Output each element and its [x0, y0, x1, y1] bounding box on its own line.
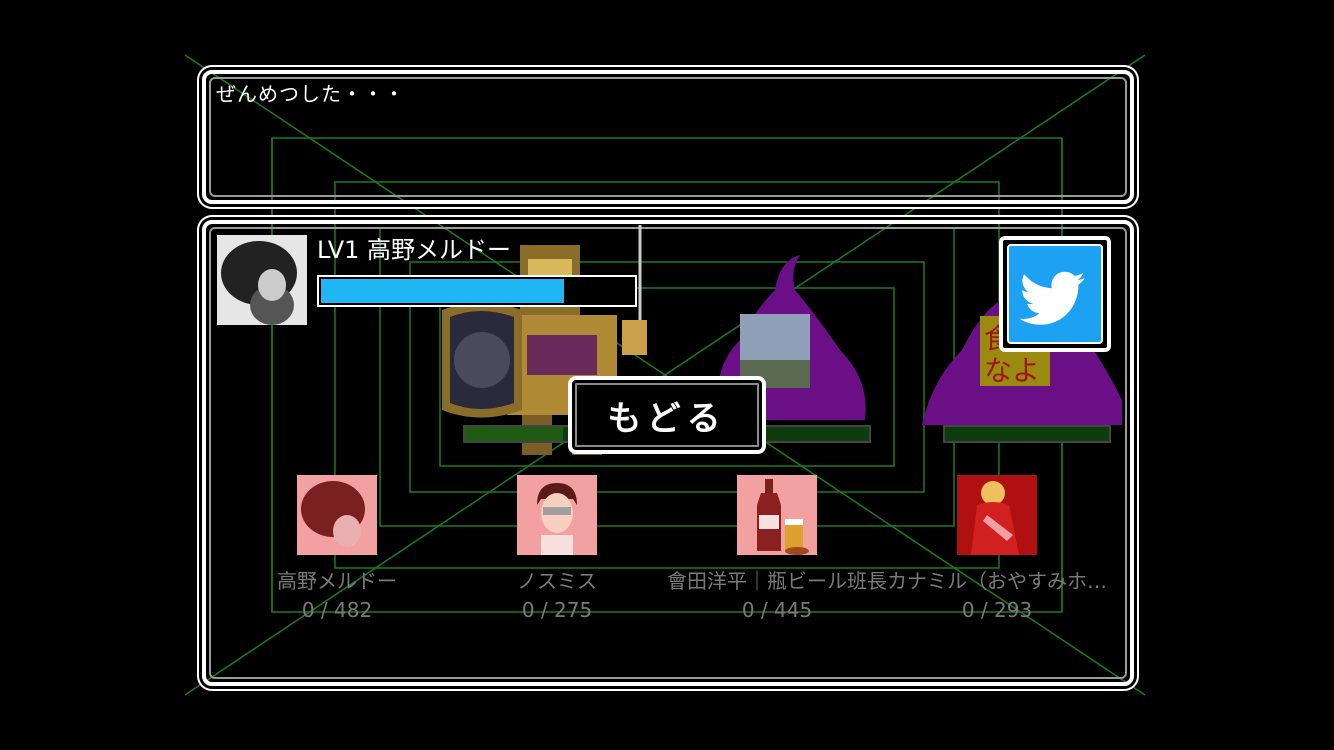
party-member-1: 高野メルドー 0 / 482 [227, 475, 447, 622]
member-name: 會田洋平｜瓶ビール班長 [667, 569, 887, 593]
member-name: カナミル（おやすみホ… [887, 569, 1107, 593]
member-score: 0 / 445 [741, 598, 813, 622]
member-score: 0 / 482 [301, 598, 373, 622]
party-member-4: カナミル（おやすみホ… 0 / 293 [887, 475, 1107, 622]
enemy-hp-fill-1 [465, 427, 564, 441]
member-avatar [297, 475, 377, 555]
player-name: LV1 高野メルドー [317, 236, 512, 264]
party-member-2: ノスミス 0 / 275 [447, 475, 667, 622]
player-avatar [217, 235, 307, 325]
player-hp-bar [317, 275, 637, 307]
svg-text:なよ: なよ [984, 354, 1040, 387]
enemy-hp-bar-3 [943, 425, 1111, 443]
member-avatar [957, 475, 1037, 555]
party-member-3: 會田洋平｜瓶ビール班長 0 / 445 [667, 475, 887, 622]
twitter-icon [1019, 271, 1085, 325]
member-avatar [517, 475, 597, 555]
battle-message: ぜんめつした・・・ [216, 82, 405, 106]
member-name: 高野メルドー [277, 569, 397, 593]
message-window [202, 70, 1134, 204]
battle-window [202, 220, 1134, 686]
member-score: 0 / 293 [961, 598, 1033, 622]
back-button[interactable]: もどる [568, 376, 766, 454]
member-score: 0 / 275 [521, 598, 593, 622]
member-name: ノスミス [517, 569, 597, 593]
twitter-share-button[interactable] [999, 236, 1111, 352]
member-avatar [737, 475, 817, 555]
player-hp-fill [321, 279, 565, 303]
